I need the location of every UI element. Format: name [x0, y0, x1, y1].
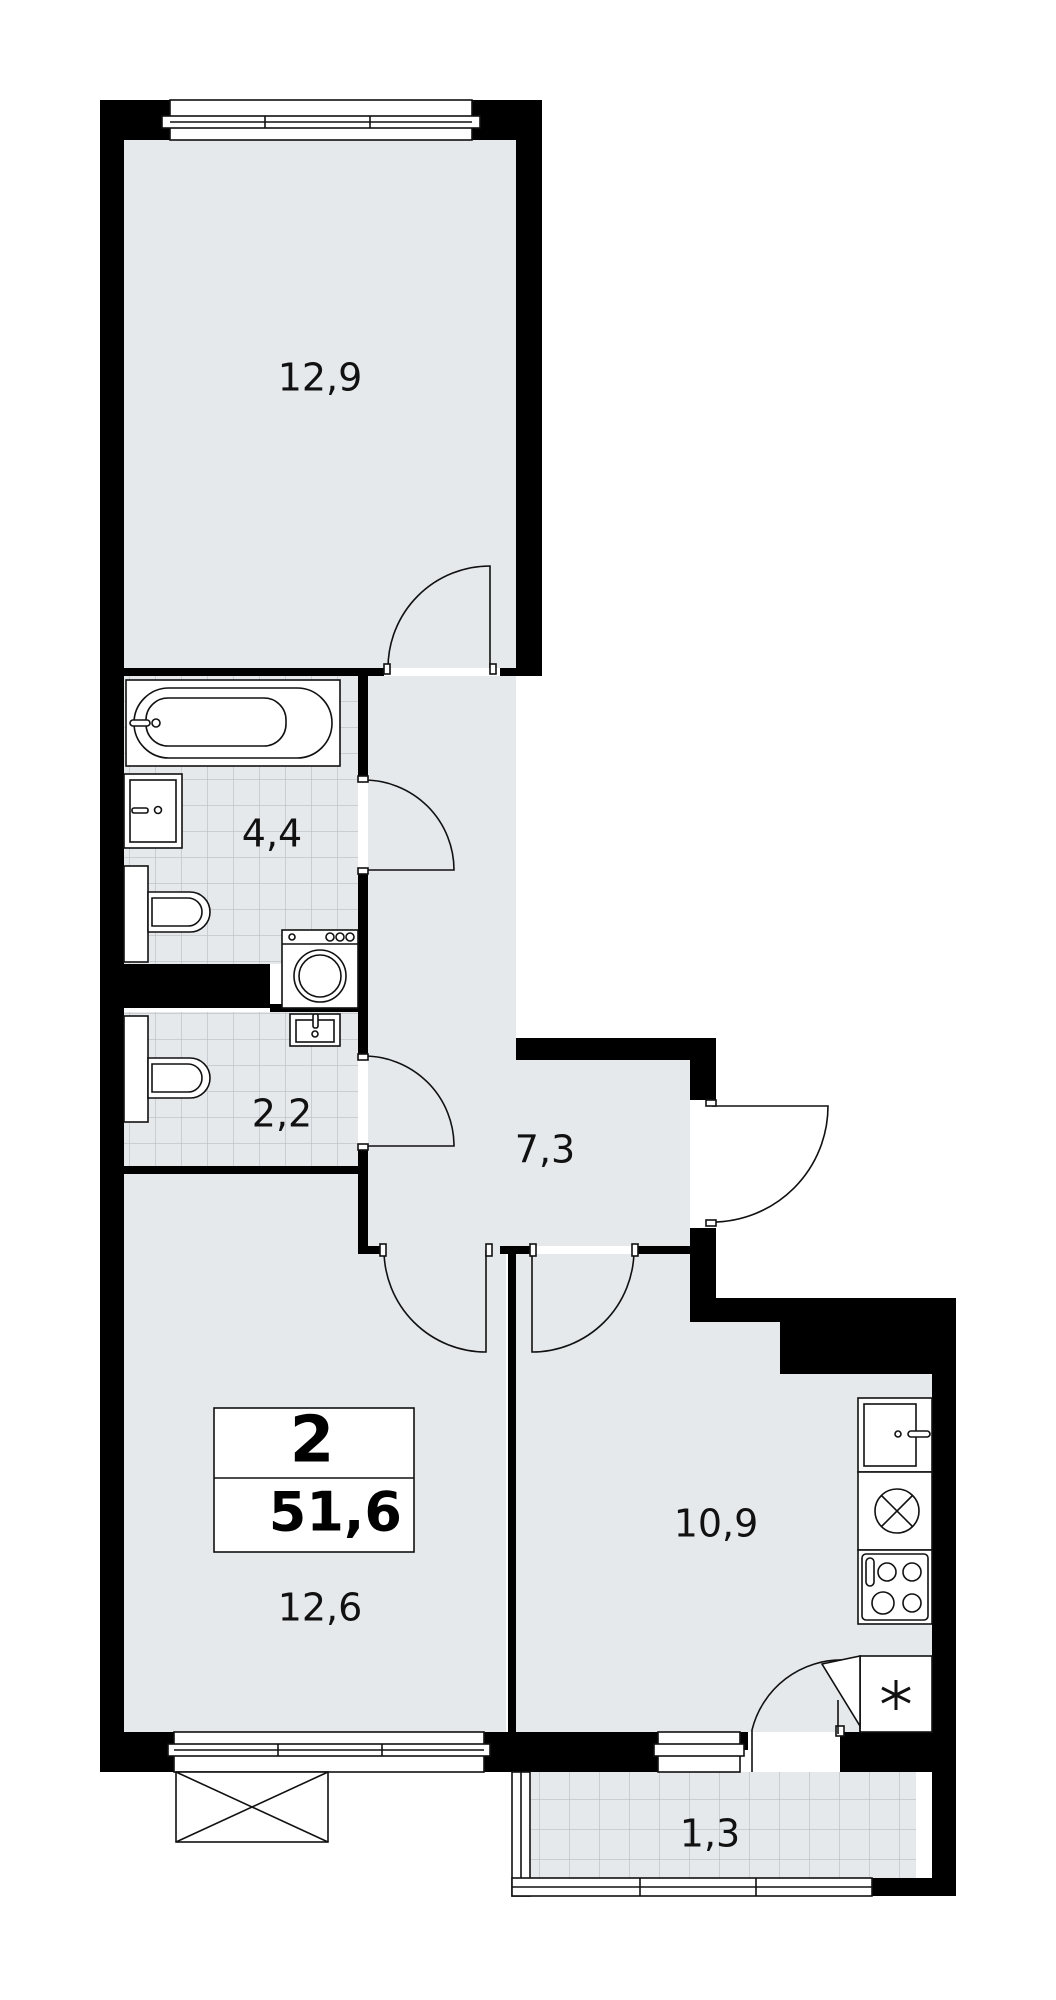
room-area-kitchen: 10,9: [674, 1502, 759, 1546]
balcony-railing: [511, 1771, 873, 1897]
cooktop-icon: [857, 1549, 933, 1625]
window-bedroom-top: [161, 99, 481, 141]
washing-machine-icon: [281, 929, 359, 1009]
fridge-icon: [857, 1397, 933, 1473]
rooms-count: 2: [290, 1404, 335, 1478]
doors[interactable]: [357, 565, 845, 1772]
ac-unit: [175, 1771, 329, 1843]
toilet-icon: [123, 865, 211, 963]
total-area: 51,6: [269, 1481, 402, 1544]
entrance-door[interactable]: [705, 1099, 829, 1227]
walls: [100, 100, 956, 1896]
window-bedroom-bottom: [167, 1731, 491, 1773]
door-kitchen[interactable]: [529, 1243, 639, 1353]
apartment-summary-badge: 2 51,6: [213, 1404, 415, 1553]
room-area-bedroom-top: 12,9: [278, 356, 363, 400]
floor-hallway: [368, 676, 690, 1246]
room-area-bedroom-bottom: 12,6: [278, 1586, 363, 1630]
room-area-toilet: 2,2: [252, 1092, 312, 1136]
room-area-bathroom: 4,4: [242, 812, 302, 856]
door-balcony[interactable]: [751, 1659, 845, 1772]
room-area-hallway: 7,3: [515, 1128, 575, 1172]
room-labels: 12,9 4,4 2,2 7,3 12,6 10,9 1,3: [242, 356, 759, 1856]
stove-icon: [857, 1471, 933, 1551]
windows: [161, 99, 873, 1897]
door-bathroom[interactable]: [357, 775, 455, 875]
sink-icon: [289, 1013, 341, 1047]
window-kitchen: [653, 1731, 745, 1773]
floor-kitchen: [516, 1254, 932, 1732]
door-bedroom-top[interactable]: [383, 565, 497, 675]
door-bedroom-bottom[interactable]: [379, 1243, 493, 1353]
sink-icon: [123, 773, 183, 849]
floor-bedroom-top: [124, 140, 516, 668]
fixtures: [123, 679, 933, 1734]
fan-icon: [820, 1655, 933, 1734]
toilet-icon: [123, 1015, 211, 1123]
floor-balcony: [530, 1772, 916, 1878]
bathtub-icon: [125, 679, 341, 767]
room-area-balcony: 1,3: [680, 1812, 740, 1856]
door-toilet[interactable]: [357, 1053, 455, 1151]
